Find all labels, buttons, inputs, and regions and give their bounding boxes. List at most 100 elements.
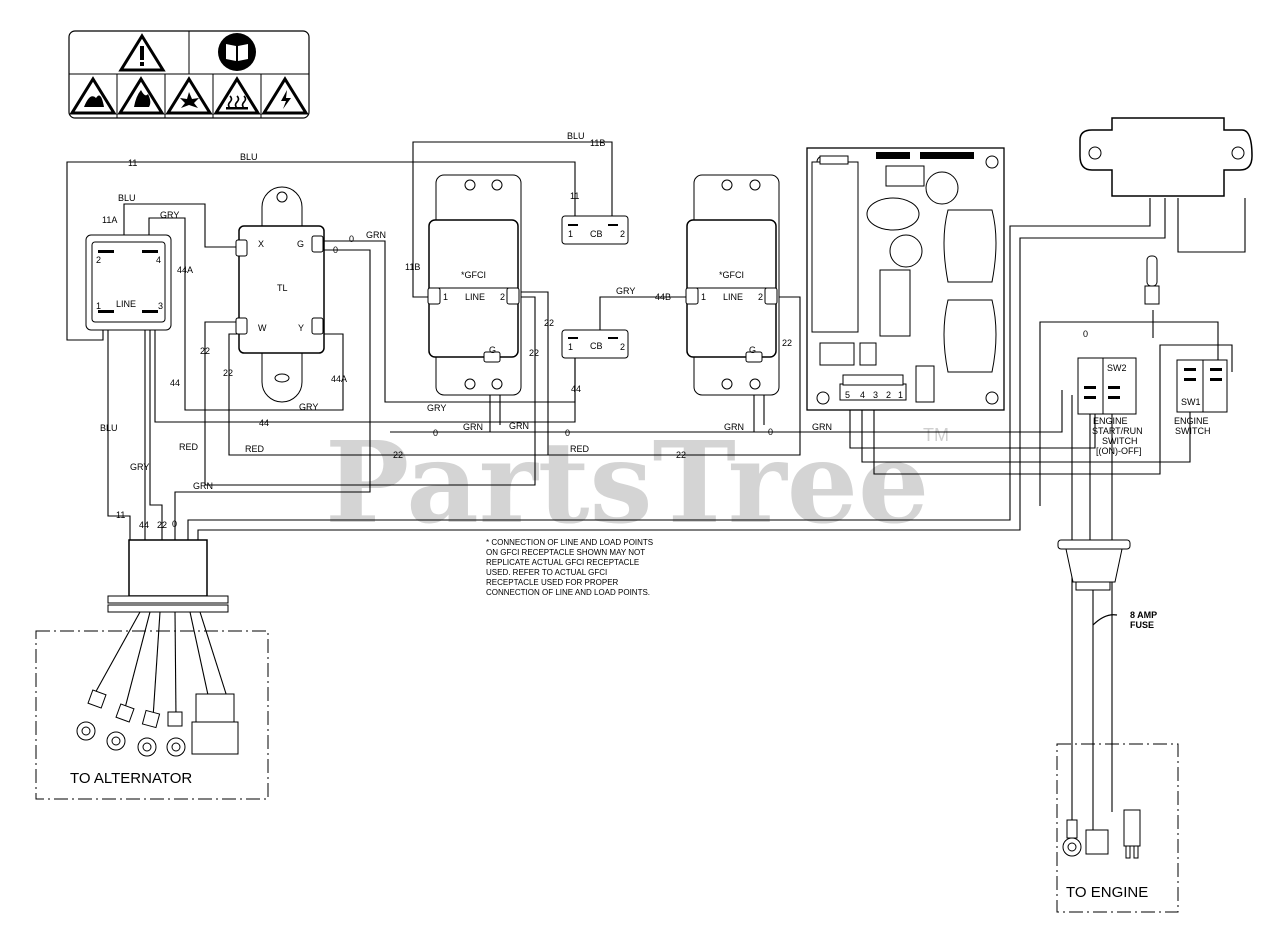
wire-red-2: RED	[245, 444, 265, 454]
tl-terminal-w: W	[258, 323, 267, 333]
fuse-label-2: FUSE	[1130, 620, 1154, 630]
gfci-receptacle-2	[685, 174, 780, 396]
gfci-2-terminal-1: 1	[701, 292, 706, 302]
wire-44a-right: 44A	[331, 374, 347, 384]
board-pin-2: 2	[886, 390, 891, 400]
electric-shock-icon	[261, 76, 309, 115]
watermark-tm: TM	[923, 425, 949, 445]
circuit-breaker-1	[561, 215, 629, 245]
wire-gry-44a: GRY	[299, 402, 318, 412]
tl-outlet	[235, 186, 325, 403]
wire-blu-x: BLU	[118, 193, 136, 203]
wire-0-long: 0	[433, 428, 438, 438]
wire-0-tl-b: 0	[333, 245, 338, 255]
alternator-terminals	[76, 689, 239, 757]
wire-44-left: 44	[170, 378, 180, 388]
cb-1-label: CB	[590, 229, 603, 239]
wire-22-w-b: 22	[223, 368, 233, 378]
gfci-connection-note: * CONNECTION OF LINE AND LOAD POINTS ON …	[486, 538, 654, 597]
wire-blu-top: BLU	[240, 152, 258, 162]
tl-terminal-g: G	[297, 239, 304, 249]
wire-grn-gfci1: GRN	[509, 421, 529, 431]
line-terminal-2: 2	[96, 255, 101, 265]
engine-switch-label-1: ENGINE	[1174, 416, 1209, 426]
wire-22-right: 22	[676, 450, 686, 460]
sw1-label: SW1	[1181, 397, 1201, 407]
wire-grn-plug: GRN	[193, 481, 213, 491]
gfci-2-title: *GFCI	[719, 270, 744, 280]
wire-labels: 11 BLU BLU 11B 11 BLU GRY 11A 44A 11B 0 …	[100, 131, 1088, 530]
wire-grn-tl: GRN	[366, 230, 386, 240]
cb-1-terminal-1: 1	[568, 229, 573, 239]
wire-harness	[66, 141, 1246, 832]
gfci-receptacle-1	[427, 174, 522, 396]
engine-harness	[1057, 539, 1141, 859]
control-board	[806, 147, 1005, 411]
wire-0-tl: 0	[349, 234, 354, 244]
alternator-box	[35, 630, 269, 800]
explosion-hazard-icon	[165, 76, 213, 115]
board-pin-5: 5	[845, 390, 850, 400]
cb-2-terminal-1: 1	[568, 342, 573, 352]
wire-11-cb: 11	[570, 191, 579, 201]
wire-grn-long: GRN	[463, 422, 483, 432]
wire-44b: 44B	[655, 292, 671, 302]
engine-start-run-label-4: [(ON)-OFF]	[1096, 446, 1142, 456]
read-manual-icon	[218, 33, 256, 71]
wire-blu-down: BLU	[100, 423, 118, 433]
sw2-label: SW2	[1107, 363, 1127, 373]
gfci-1-terminal-2: 2	[500, 292, 505, 302]
wire-11-plug: 11	[116, 510, 125, 520]
wire-blu-11b: BLU	[567, 131, 585, 141]
hot-surface-icon	[213, 76, 261, 115]
board-pin-4: 4	[860, 390, 865, 400]
wire-gry-44b: GRY	[616, 286, 635, 296]
engine-switch	[1176, 359, 1228, 413]
wire-44a-left: 44A	[177, 265, 193, 275]
board-pin-3: 3	[873, 390, 878, 400]
gfci-2-terminal-2: 2	[758, 292, 763, 302]
wire-22-gfci2: 22	[782, 338, 792, 348]
wire-gry-4: GRY	[160, 210, 179, 220]
wire-11a: 11A	[102, 215, 117, 225]
line-terminal-3: 3	[158, 301, 163, 311]
line-terminal-4: 4	[156, 255, 161, 265]
wire-0-plug: 0	[172, 519, 177, 529]
wire-22-gfci: 22	[544, 318, 554, 328]
line-switch-label: LINE	[116, 299, 136, 309]
circuit-breaker-2	[561, 329, 629, 359]
fuse-label-1: 8 AMP	[1130, 610, 1157, 620]
wire-0-mid: 0	[565, 428, 570, 438]
wire-44-long: 44	[259, 418, 269, 428]
warning-triangle-icon	[118, 33, 166, 72]
wire-22-plug: 22	[157, 520, 167, 530]
cb-2-terminal-2: 2	[620, 342, 625, 352]
wire-11b-left: 11B	[405, 262, 420, 272]
wire-gry-44: GRY	[427, 403, 446, 413]
toxic-fumes-icon	[69, 76, 117, 115]
wire-11-top: 11	[128, 158, 137, 168]
to-engine-label: TO ENGINE	[1066, 884, 1148, 901]
gfci-2-terminal-g: G	[749, 345, 756, 355]
wire-0-engine: 0	[1083, 329, 1088, 339]
gfci-1-terminal-g: G	[489, 345, 496, 355]
wire-22-long: 22	[393, 450, 403, 460]
watermark: PartsTree	[325, 418, 929, 549]
board-pin-1: 1	[898, 390, 903, 400]
gfci-1-terminal-1: 1	[443, 292, 448, 302]
gfci-2-line: LINE	[723, 292, 743, 302]
gfci-1-title: *GFCI	[461, 270, 486, 280]
ignition-module	[1079, 117, 1253, 305]
cb-2-label: CB	[590, 341, 603, 351]
engine-start-run-label-3: SWITCH	[1102, 436, 1138, 446]
tl-terminal-y: Y	[298, 323, 304, 333]
wire-grn-gfci2: GRN	[724, 422, 744, 432]
wire-red-3: RED	[570, 444, 590, 454]
line-terminal-1: 1	[96, 301, 101, 311]
wire-44-plug: 44	[139, 520, 149, 530]
wire-22-w: 22	[200, 346, 210, 356]
engine-start-run-label-1: ENGINE	[1093, 416, 1128, 426]
tl-label: TL	[277, 283, 288, 293]
wire-grn-right: GRN	[812, 422, 832, 432]
engine-start-run-label-2: START/RUN	[1092, 426, 1143, 436]
